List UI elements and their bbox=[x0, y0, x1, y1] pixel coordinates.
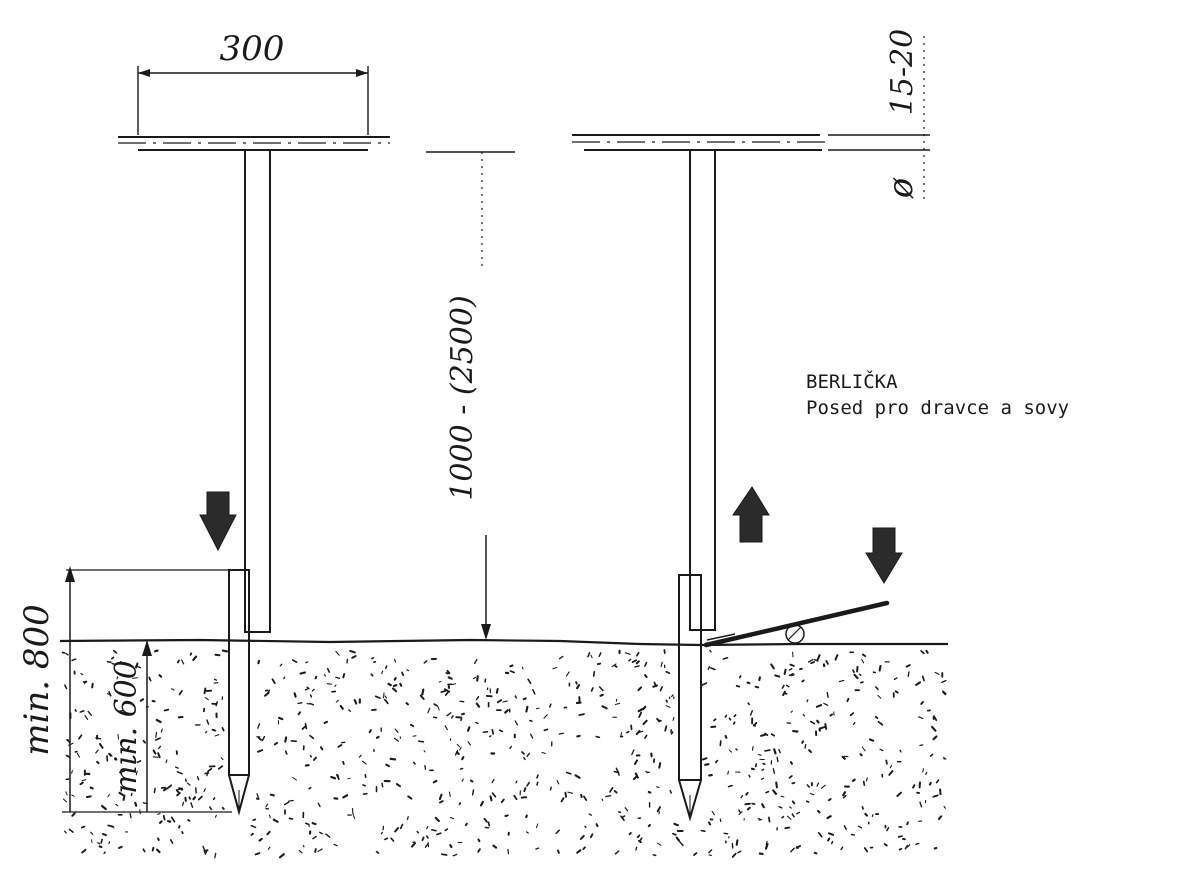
caption-subtitle: Posed pro dravce a sovy bbox=[806, 397, 1069, 419]
depth-dimension bbox=[62, 566, 232, 813]
left-perch bbox=[118, 136, 390, 816]
up-arrow-icon bbox=[732, 486, 770, 543]
down-arrow-icon bbox=[199, 491, 237, 552]
lever bbox=[703, 600, 890, 648]
caption-title: BERLIČKA bbox=[806, 369, 898, 393]
diameter-symbol: ø bbox=[881, 177, 921, 199]
right-perch bbox=[572, 134, 830, 822]
lever-down-arrow-icon bbox=[865, 527, 903, 584]
soil-texture bbox=[61, 649, 947, 859]
thickness-label: 15-20 bbox=[885, 29, 920, 115]
depth-inner-label: min. 600 bbox=[109, 660, 144, 794]
ground-line bbox=[59, 638, 948, 647]
thickness-dimension bbox=[828, 36, 930, 204]
depth-outer-label: min. 800 bbox=[17, 604, 57, 756]
height-dimension bbox=[426, 151, 515, 640]
height-label: 1000 - (2500) bbox=[445, 295, 480, 500]
width-dimension bbox=[137, 66, 369, 135]
board-width-label: 300 bbox=[220, 29, 285, 69]
